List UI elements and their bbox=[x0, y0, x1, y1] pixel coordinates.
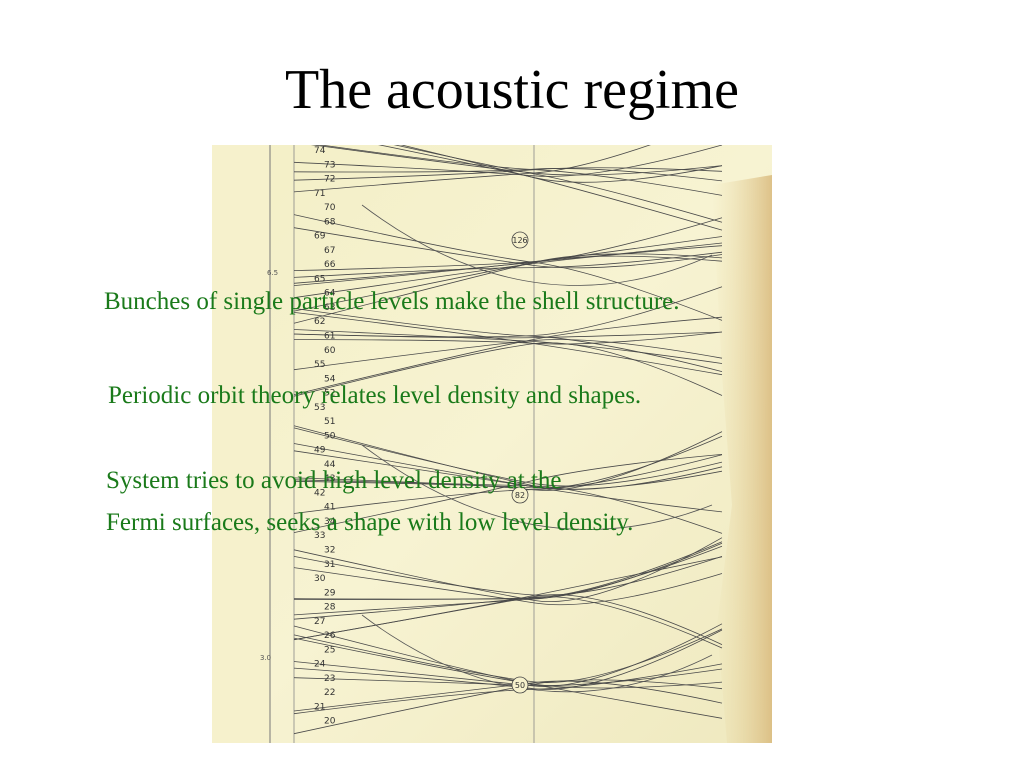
level-number-label: 20 bbox=[324, 717, 336, 727]
level-number-label: 34 bbox=[324, 517, 336, 527]
level-number-label: 64 bbox=[324, 289, 336, 299]
paper-background bbox=[212, 145, 772, 743]
level-number-label: 63 bbox=[324, 303, 335, 313]
magic-number-circle bbox=[511, 486, 529, 504]
level-number-label: 74 bbox=[314, 146, 326, 156]
level-number-label: 24 bbox=[314, 660, 326, 670]
level-line bbox=[293, 145, 723, 177]
magic-number-circle bbox=[511, 231, 529, 249]
level-number-label: 21 bbox=[314, 703, 325, 713]
level-arc bbox=[361, 444, 713, 530]
level-line bbox=[293, 623, 723, 687]
level-line bbox=[393, 145, 723, 223]
level-diagram-image: 74 73 72 71 70 68 69 67 66 65 64 63 62 61 60 55 54 52 53 51… bbox=[212, 145, 772, 743]
level-number-label: 29 bbox=[324, 588, 336, 598]
level-line bbox=[293, 316, 723, 395]
level-number-label: 71 bbox=[314, 189, 325, 199]
level-number-label: 30 bbox=[314, 574, 326, 584]
level-number-label: 70 bbox=[324, 203, 336, 213]
level-number-label: 44 bbox=[324, 460, 336, 470]
level-line bbox=[293, 217, 723, 284]
level-line bbox=[293, 145, 651, 193]
level-number-label: 69 bbox=[314, 232, 326, 242]
level-line bbox=[293, 443, 723, 513]
level-arc bbox=[361, 614, 713, 693]
level-line bbox=[293, 339, 723, 371]
level-number-label: 26 bbox=[324, 631, 336, 641]
level-line bbox=[293, 308, 723, 372]
level-line bbox=[293, 668, 723, 686]
level-line bbox=[293, 537, 723, 603]
level-line bbox=[293, 479, 723, 534]
level-line bbox=[293, 567, 723, 606]
level-line bbox=[293, 242, 723, 271]
level-number-label: 28 bbox=[324, 603, 336, 613]
magic-number-circles-group: 126 82 50 bbox=[511, 231, 529, 694]
bullet-shell-structure: Bunches of single particle levels make t… bbox=[104, 288, 680, 315]
level-line bbox=[378, 145, 723, 183]
paper-stain bbox=[712, 175, 772, 743]
level-number-label: 60 bbox=[324, 346, 336, 356]
level-number-label: 49 bbox=[314, 446, 326, 456]
level-line bbox=[293, 663, 723, 715]
level-number-label: 62 bbox=[314, 317, 325, 327]
level-labels-group: 74 73 72 71 70 68 69 67 66 65 64 63 62 61 60 55 54 52 53 51… bbox=[260, 146, 336, 727]
level-number-label: 51 bbox=[324, 417, 335, 427]
level-number-label: 22 bbox=[324, 688, 335, 698]
level-line bbox=[293, 427, 723, 487]
bullet-periodic-orbit: Periodic orbit theory relates level dens… bbox=[108, 382, 642, 409]
bullet-avoid-density-line1: System tries to avoid high level density… bbox=[106, 467, 562, 494]
level-number-label: 42 bbox=[314, 488, 325, 498]
level-line bbox=[293, 331, 723, 339]
level-number-label: 52 bbox=[324, 389, 335, 399]
level-number-label: 32 bbox=[324, 546, 335, 556]
level-line bbox=[293, 167, 723, 181]
level-line bbox=[293, 454, 723, 533]
level-number-label: 61 bbox=[324, 332, 335, 342]
level-number-label: 33 bbox=[314, 531, 325, 541]
magic-number-label: 126 bbox=[512, 236, 527, 245]
level-line bbox=[293, 596, 723, 649]
level-number-label: 68 bbox=[324, 217, 336, 227]
scale-label: 6.5 bbox=[267, 269, 278, 277]
level-line bbox=[293, 556, 723, 596]
magic-number-label: 82 bbox=[515, 491, 525, 500]
level-number-label: 65 bbox=[314, 274, 325, 284]
level-line bbox=[293, 680, 723, 712]
level-number-label: 50 bbox=[324, 431, 336, 441]
level-number-label: 66 bbox=[324, 260, 336, 270]
magic-number-circle bbox=[511, 676, 529, 694]
level-line bbox=[293, 629, 723, 690]
level-number-label: 23 bbox=[324, 674, 335, 684]
level-line bbox=[293, 594, 723, 645]
level-number-label: 43 bbox=[324, 474, 335, 484]
level-line bbox=[293, 435, 723, 489]
level-line bbox=[293, 251, 723, 278]
level-number-label: 25 bbox=[324, 645, 335, 655]
level-number-label: 67 bbox=[324, 246, 335, 256]
level-number-label: 53 bbox=[314, 403, 325, 413]
level-line bbox=[293, 545, 723, 616]
magic-number-label: 50 bbox=[515, 681, 525, 690]
level-line bbox=[293, 628, 723, 683]
level-number-label: 27 bbox=[314, 617, 325, 627]
level-number-label: 31 bbox=[324, 560, 335, 570]
bullet-avoid-density-line2: Fermi surfaces, seeks a shape with low l… bbox=[106, 509, 634, 536]
level-lines-group bbox=[293, 145, 723, 735]
level-diagram-svg: 74 73 72 71 70 68 69 67 66 65 64 63 62 61 60 55 54 52 53 51… bbox=[212, 145, 772, 743]
level-number-label: 41 bbox=[324, 503, 335, 513]
level-line bbox=[293, 245, 723, 299]
slide-title: The acoustic regime bbox=[284, 59, 739, 121]
level-line bbox=[293, 227, 723, 269]
margin-strip bbox=[212, 145, 270, 743]
level-number-label: 55 bbox=[314, 360, 325, 370]
level-arc bbox=[361, 204, 713, 286]
level-line bbox=[293, 342, 723, 397]
scale-label: 3.0 bbox=[260, 654, 271, 662]
level-number-label: 73 bbox=[324, 160, 335, 170]
level-number-label: 72 bbox=[324, 175, 335, 185]
level-number-label: 54 bbox=[324, 374, 336, 384]
